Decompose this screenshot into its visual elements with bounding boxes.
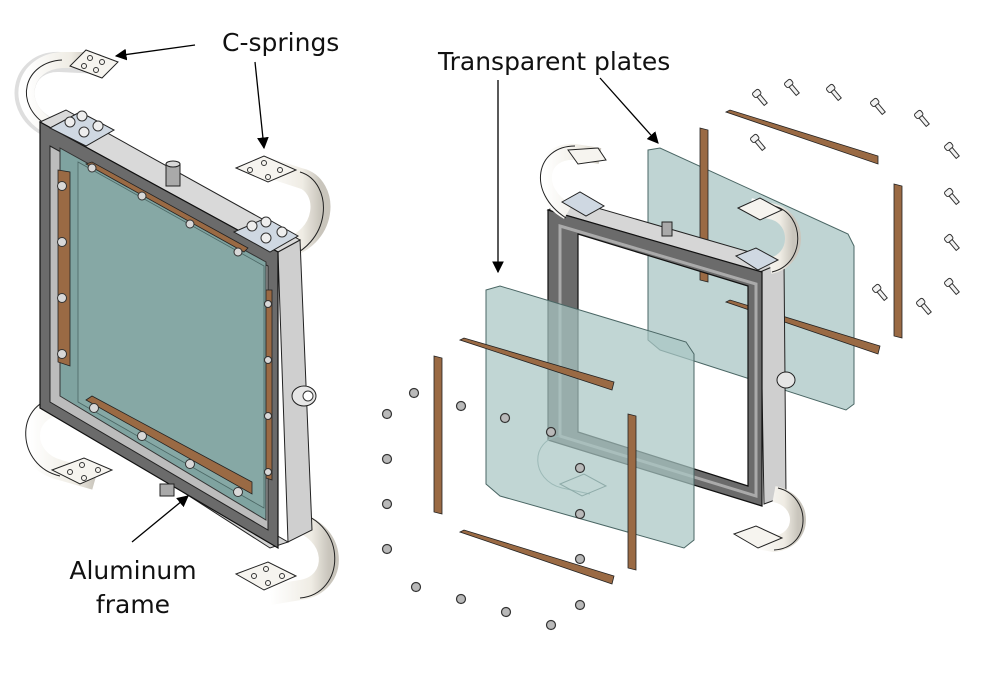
bolt-clamp-top-right — [232, 216, 300, 253]
exploded-c-spring-top-right — [734, 197, 801, 274]
copper-strip-front-bottom — [458, 529, 615, 585]
exploded-c-spring-bottom-right — [732, 486, 806, 553]
exploded-cell — [381, 78, 960, 631]
exploded-top-port — [661, 221, 673, 237]
top-port — [165, 160, 181, 187]
bottom-port — [159, 483, 175, 497]
copper-strip-front-left — [433, 355, 443, 515]
arrow-c-springs-left — [114, 44, 196, 61]
label-aluminum-frame-line2: frame — [95, 590, 171, 619]
copper-strip-front-top — [458, 337, 615, 391]
c-spring-top-left — [14, 49, 119, 138]
copper-strip-rear-right — [893, 183, 903, 339]
hex-nuts-exploded — [381, 387, 586, 631]
arrow-aluminum-frame — [131, 495, 189, 543]
label-aluminum-frame-line1: Aluminum — [69, 556, 197, 585]
copper-strip-front-right — [627, 413, 637, 571]
exploded-c-spring-top-left — [535, 144, 607, 219]
arrow-c-springs-right — [254, 61, 269, 150]
label-c-springs: C-springs — [222, 28, 340, 57]
front-transparent-plate — [485, 285, 695, 549]
label-transparent-plates: Transparent plates — [438, 47, 671, 76]
side-port — [291, 385, 317, 407]
cap-screws-exploded — [750, 78, 960, 316]
callout-arrows — [114, 44, 659, 543]
hex-nuts-assembled — [57, 163, 272, 497]
bolt-clamp-top-left — [48, 110, 116, 147]
exploded-side-port — [776, 371, 796, 389]
copper-strip-rear-top — [724, 109, 879, 165]
arrow-transparent-plates-right — [599, 77, 659, 144]
assembled-cell — [14, 49, 339, 605]
